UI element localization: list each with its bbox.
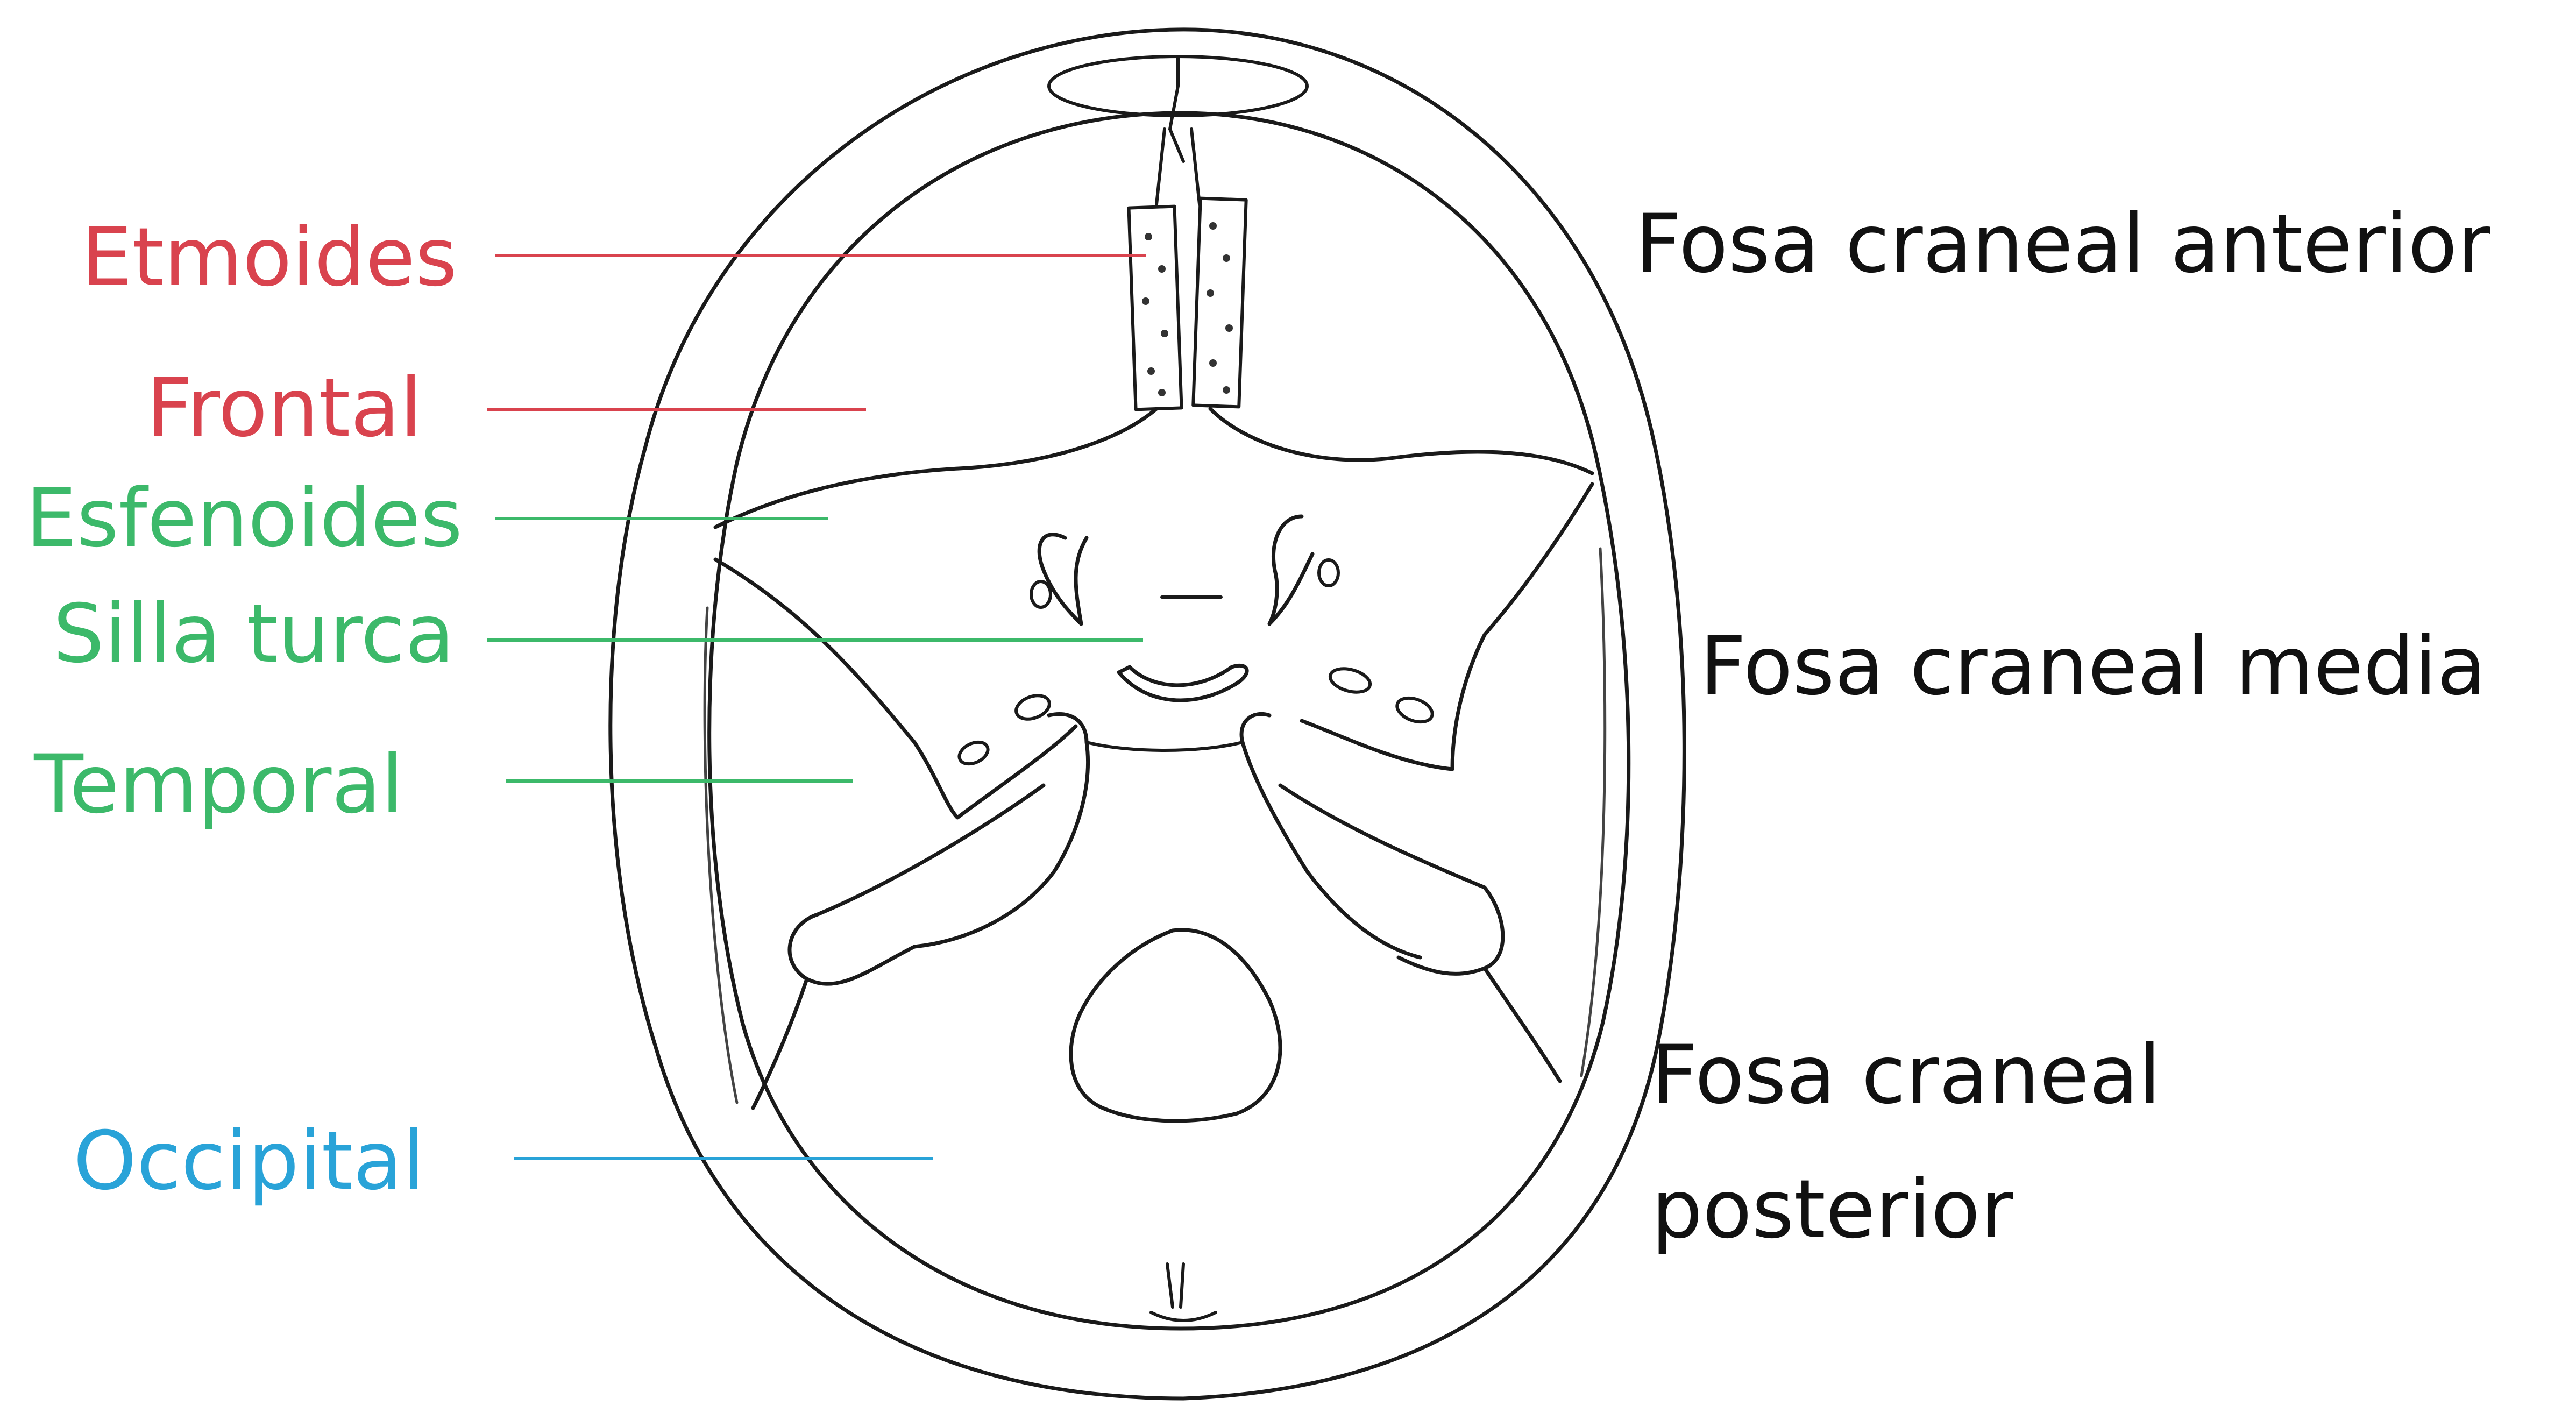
foramen-magnum	[1071, 930, 1280, 1121]
sphenoid-lesser-wing-right	[1210, 409, 1592, 473]
clivus-top	[1087, 742, 1243, 750]
middle-fossa-left	[715, 559, 1076, 818]
skull-inner-contour	[709, 113, 1629, 1329]
clivus-left	[914, 714, 1088, 947]
label-temporal: Temporal	[33, 738, 403, 832]
cribriform-dots	[1142, 222, 1233, 396]
skull-drawing	[611, 30, 1685, 1398]
foramen-left-2	[956, 738, 991, 768]
bone-labels: Etmoides Frontal Esfenoides Silla turca …	[26, 211, 463, 1208]
optic-foramen-right	[1319, 560, 1338, 586]
label-silla-turca: Silla turca	[53, 587, 455, 681]
foramen-right-1	[1328, 665, 1373, 696]
sella-turcica-shape	[1119, 665, 1247, 700]
occipital-crest	[1151, 1264, 1216, 1320]
leader-lines	[487, 255, 1146, 1159]
posterior-fossa-right	[1485, 968, 1560, 1081]
crista-galli	[1156, 129, 1200, 204]
label-fosa-media: Fosa craneal media	[1700, 620, 2486, 713]
clivus-right	[1241, 714, 1420, 957]
optic-foramen-left	[1031, 581, 1051, 607]
crista-line	[1170, 56, 1183, 161]
foramen-right-2	[1394, 694, 1436, 727]
clinoid-right	[1269, 516, 1312, 624]
label-frontal: Frontal	[146, 361, 422, 455]
label-fosa-posterior-1: Fosa craneal	[1651, 1028, 2161, 1122]
cribriform-plate-right	[1193, 198, 1246, 407]
label-etmoides: Etmoides	[81, 211, 457, 304]
foramen-left-1	[1013, 691, 1053, 723]
middle-fossa-right	[1302, 484, 1592, 769]
clinoid-left	[1039, 535, 1087, 624]
inner-wall-right	[1581, 549, 1605, 1076]
label-fosa-anterior: Fosa craneal anterior	[1635, 197, 2490, 291]
label-fosa-posterior-2: posterior	[1651, 1163, 2013, 1256]
petrous-left	[790, 785, 1044, 984]
posterior-fossa-left	[753, 979, 807, 1108]
label-esfenoides: Esfenoides	[26, 472, 463, 565]
sphenoid-lesser-wing-left	[715, 409, 1156, 527]
fossa-labels: Fosa craneal anterior Fosa craneal media…	[1635, 197, 2490, 1256]
label-occipital: Occipital	[73, 1114, 425, 1208]
cribriform-plate-left	[1129, 207, 1181, 410]
